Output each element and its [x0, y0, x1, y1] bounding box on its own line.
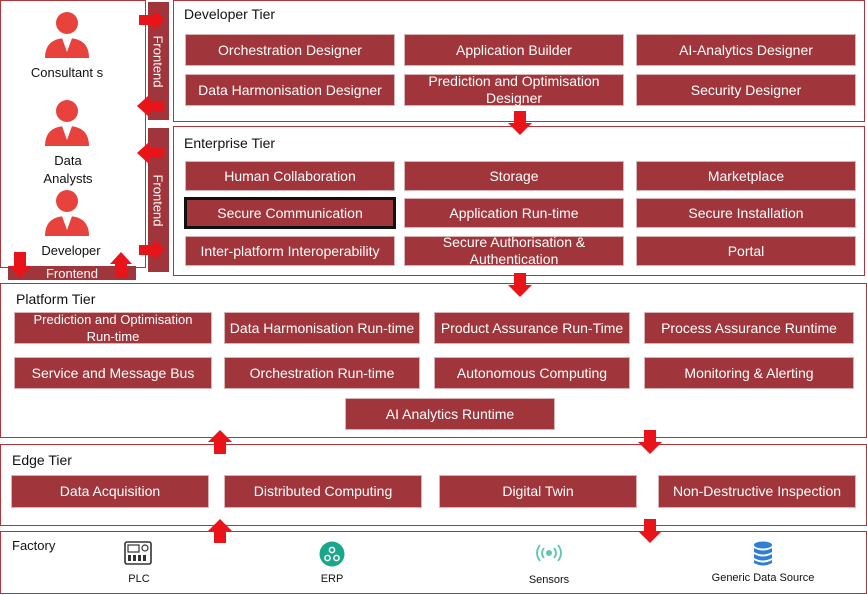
monitoring-alerting-box: Monitoring & Alerting [644, 357, 854, 389]
data-acquisition-box: Data Acquisition [11, 475, 209, 508]
plc-icon [124, 541, 152, 565]
process-assurance-runtime-box: Process Assurance Runtime [644, 312, 854, 344]
factory-title: Factory [12, 538, 56, 553]
edge-tier-title: Edge Tier [12, 452, 72, 468]
application-runtime-box: Application Run-time [404, 198, 624, 228]
sensors-label: Sensors [528, 574, 570, 586]
developer-label: Developer [41, 243, 101, 258]
prediction-optimisation-designer-box: Prediction and Optimisation Designer [404, 73, 624, 106]
data-harmonisation-runtime-box: Data Harmonisation Run-time [224, 312, 420, 344]
security-designer-box: Security Designer [636, 74, 856, 106]
inter-platform-interoperability-box: Inter-platform Interoperability [185, 236, 395, 266]
generic-data-source-label: Generic Data Source [711, 572, 815, 584]
erp-icon [319, 541, 345, 567]
frontend-bottom-tab: Frontend [8, 266, 136, 281]
arrow-down-enterprise-to-platform [508, 273, 532, 297]
service-message-bus-box: Service and Message Bus [14, 357, 212, 389]
orchestration-runtime-box: Orchestration Run-time [224, 357, 420, 389]
consultant-person-icon [45, 12, 89, 58]
autonomous-computing-box: Autonomous Computing [434, 357, 630, 389]
arrow-left-to-consultants [137, 95, 163, 117]
arrow-right-to-enterprise-tier [139, 239, 165, 261]
marketplace-box: Marketplace [636, 161, 856, 191]
portal-box: Portal [636, 236, 856, 266]
developer-frontend-tab: Frontend [148, 2, 169, 120]
erp-label: ERP [320, 573, 344, 585]
human-collaboration-box: Human Collaboration [185, 161, 395, 191]
arrow-left-to-data-analysts [137, 142, 163, 164]
secure-communication-box: Secure Communication [184, 197, 396, 229]
prediction-optimisation-runtime-box: Prediction and Optimisation Run-time [14, 312, 212, 344]
orchestration-designer-box: Orchestration Designer [185, 34, 395, 66]
secure-installation-box: Secure Installation [636, 198, 856, 228]
product-assurance-runtime-box: Product Assurance Run-Time [434, 312, 630, 344]
arrow-down-developer-to-enterprise [508, 111, 532, 135]
application-builder-box: Application Builder [404, 34, 624, 66]
ai-analytics-runtime-box: AI Analytics Runtime [345, 398, 555, 430]
developer-tier-title: Developer Tier [184, 6, 276, 22]
data-analysts-label: Data Analysts [43, 153, 93, 186]
secure-authorisation-box: Secure Authorisation & Authentication [404, 234, 624, 267]
plc-label: PLC [128, 573, 150, 585]
ai-analytics-designer-box: AI-Analytics Designer [636, 34, 856, 66]
enterprise-frontend-tab: Frontend [148, 128, 169, 272]
developer-person-icon [45, 190, 89, 236]
database-icon [754, 541, 772, 566]
consultants-label: Consultant s [30, 65, 104, 80]
distributed-computing-box: Distributed Computing [224, 475, 422, 508]
enterprise-tier-title: Enterprise Tier [184, 135, 276, 151]
sensors-icon [536, 544, 562, 562]
arrow-right-to-developer-tier [139, 9, 165, 31]
non-destructive-inspection-box: Non-Destructive Inspection [658, 475, 856, 508]
arrow-down-users-to-platform [9, 252, 31, 278]
data-harmonisation-designer-box: Data Harmonisation Designer [185, 74, 395, 106]
arrow-up-factory-to-edge [208, 519, 232, 543]
platform-tier-title: Platform Tier [16, 291, 96, 307]
arrow-down-edge-to-factory [638, 519, 662, 543]
storage-box: Storage [404, 161, 624, 191]
data-analyst-person-icon [45, 100, 89, 146]
arrow-up-edge-to-platform [208, 430, 232, 454]
arrow-up-platform-to-users [110, 252, 132, 278]
arrow-down-platform-to-edge [638, 430, 662, 454]
digital-twin-box: Digital Twin [439, 475, 637, 508]
